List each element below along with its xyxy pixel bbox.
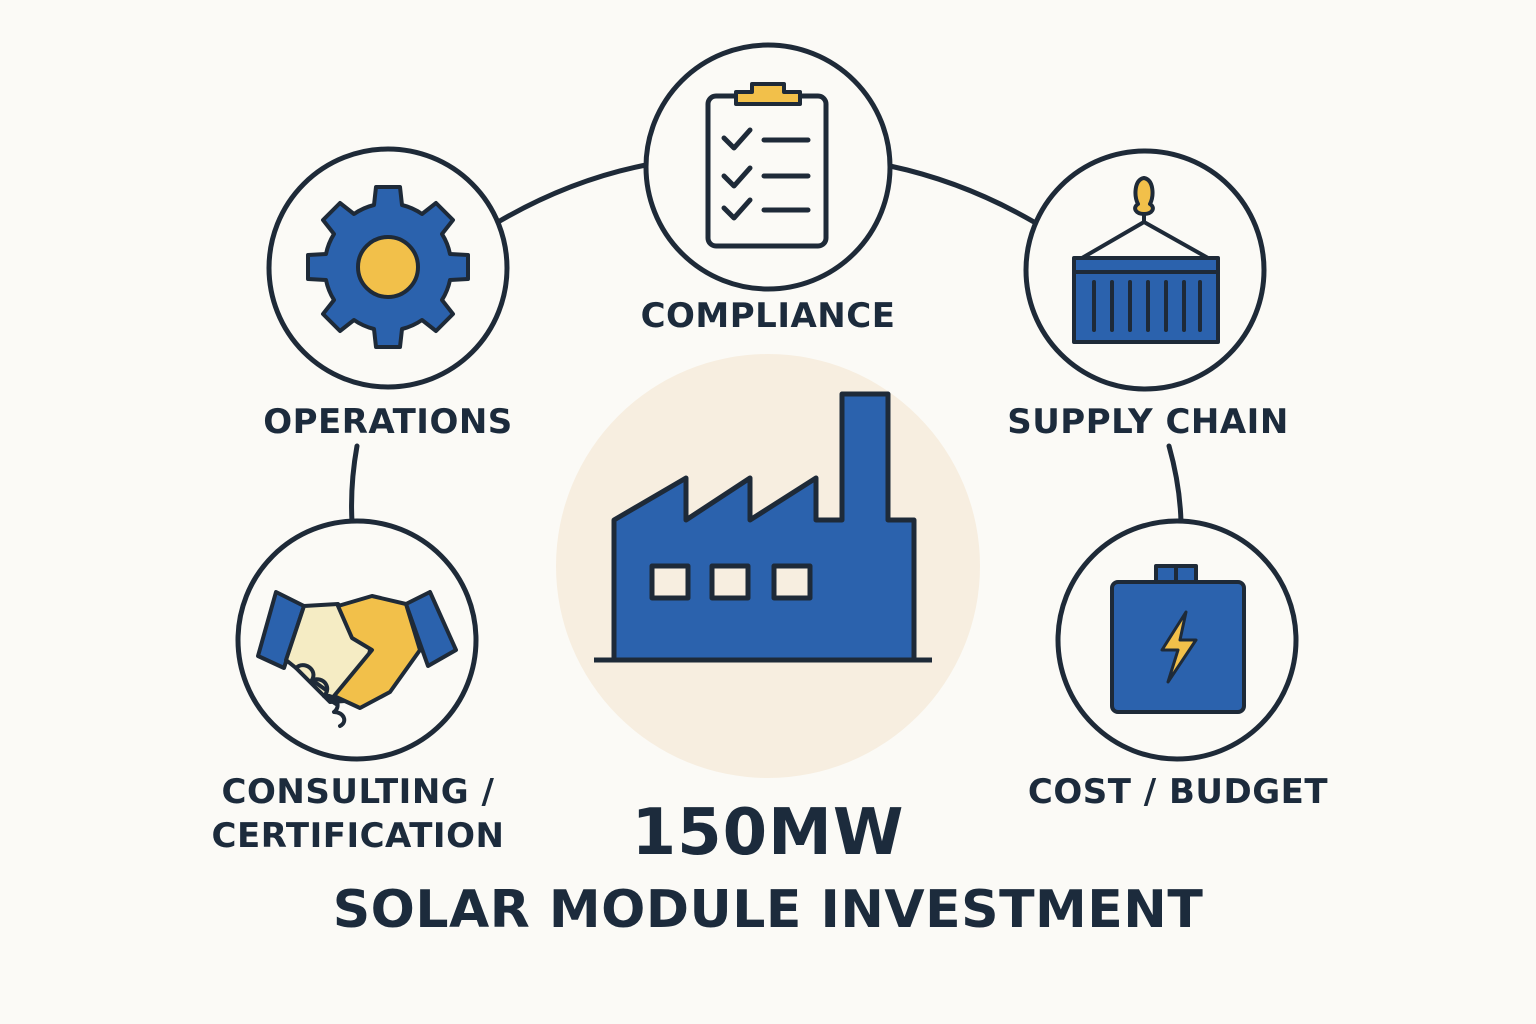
connector-compliance-supply [887,163,1037,225]
title-subject: SOLAR MODULE INVESTMENT [332,880,1204,940]
consulting-label-line1: CONSULTING / [221,772,495,812]
battery-icon [1110,564,1246,714]
title-capacity: 150MW [631,796,905,870]
clipboard-checklist-icon [705,82,829,249]
cost-label: COST / BUDGET [1027,772,1329,812]
factory-icon [594,391,932,663]
supply-chain-label: SUPPLY CHAIN [1007,402,1289,442]
gear-icon [306,185,470,349]
connector-operations-compliance [495,162,649,225]
compliance-label: COMPLIANCE [640,296,896,336]
operations-label: OPERATIONS [263,402,513,442]
connector-supply-cost [1166,443,1184,525]
connectors [349,162,1184,525]
handshake-icon [256,590,458,728]
shipping-container-icon [1072,176,1220,344]
consulting-label-line2: CERTIFICATION [211,816,505,856]
connector-operations-consulting [349,443,360,525]
